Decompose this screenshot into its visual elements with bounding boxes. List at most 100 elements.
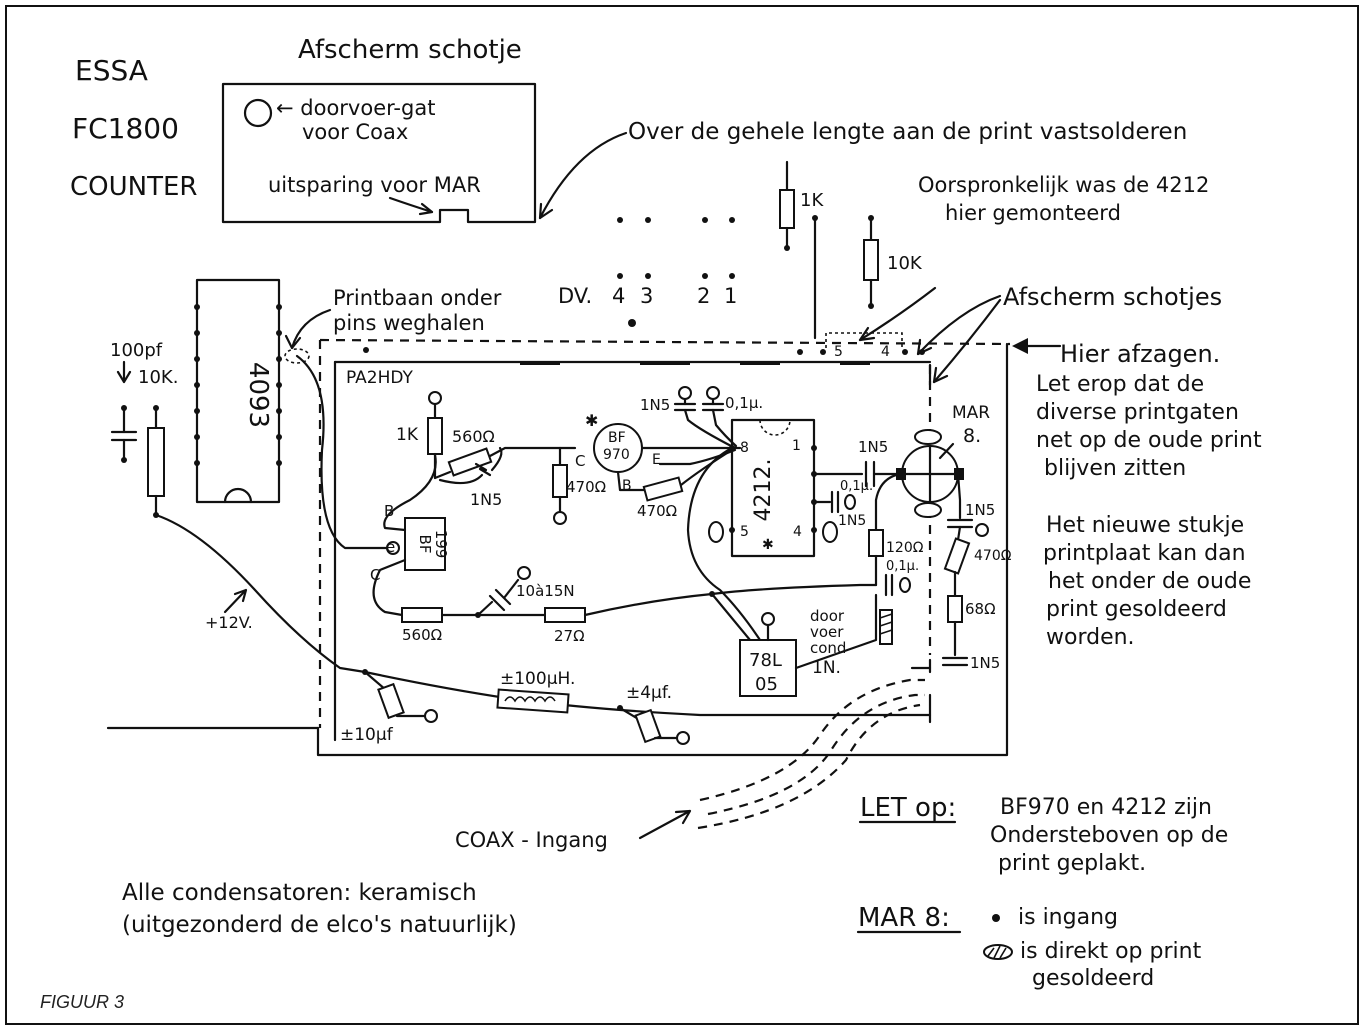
bf970-label-2: 970: [603, 447, 630, 463]
resistor-120: [868, 529, 884, 557]
resistor-470-b: [642, 476, 684, 502]
dv-pin-3: 3: [640, 284, 653, 308]
mar8-ground-bottom: [914, 502, 942, 518]
label-120: 120Ω: [886, 540, 924, 556]
label-1k: 1K: [396, 425, 419, 445]
coax-cable-2: [707, 693, 925, 816]
label-12v: +12V.: [205, 613, 253, 632]
resistor-68: [947, 595, 963, 623]
right-note-2: diverse printgaten: [1036, 400, 1239, 425]
ic-4212-star: ✱: [762, 537, 774, 553]
bf970-label-1: BF: [608, 430, 626, 446]
title-fc1800: FC1800: [72, 112, 179, 145]
mar8-hatch-line: is direkt op print: [1020, 939, 1202, 964]
shields-arrow-2: [932, 298, 1002, 384]
doorvoer-cond: [879, 609, 893, 645]
elco-10uf: [377, 682, 405, 720]
reg-label-2: 05: [755, 674, 778, 695]
shield-title: Afscherm schotje: [298, 35, 522, 65]
shield-notch-note: uitsparing voor MAR: [268, 173, 481, 197]
resistor-27: [544, 607, 586, 623]
shield-hole-note-2: voor Coax: [302, 120, 408, 144]
printbaan-arrow: [290, 308, 332, 350]
solder-arrow-head: [538, 202, 554, 220]
bottom-note-1: Alle condensatoren: keramisch: [122, 880, 477, 906]
shield-hole-note-1: ← doorvoer-gat: [276, 96, 435, 120]
reg-ground: [761, 612, 775, 626]
label-10uf: ±10μf: [340, 725, 394, 745]
label-01-top: 0,1μ.: [725, 394, 763, 412]
coax-cable-3: [697, 703, 921, 830]
label-560: 560Ω: [452, 427, 495, 446]
mar8-dot-line: is ingang: [1018, 905, 1118, 930]
right-note-4: blijven zitten: [1044, 456, 1186, 481]
label-1n5-d: 1N5: [965, 501, 995, 519]
resistor-470-c: [943, 537, 971, 575]
right-note-1: Let erop dat de: [1036, 372, 1204, 397]
label-100uh: ±100μH.: [500, 669, 575, 689]
bf199-emitter-pad: [386, 541, 400, 555]
ic-4212-pad-5: [708, 521, 724, 543]
new-note-4: print gesoldeerd: [1046, 597, 1227, 622]
right-note-3: net op de oude print: [1036, 428, 1262, 453]
resistor-1k-top: [779, 189, 795, 229]
label-1n5-c: 1N5: [838, 513, 866, 529]
bottom-note-2: (uitgezonderd de elco's natuurlijk): [122, 912, 517, 938]
resistor-470-a: [552, 464, 568, 498]
label-1n5-b: 1N5: [858, 438, 888, 456]
solder-note: Over de gehele lengte aan de print vasts…: [628, 119, 1187, 145]
dv-pin-dots: [617, 217, 735, 327]
printbaan-mark: [284, 348, 310, 364]
old-4212-outline: [825, 332, 903, 350]
printbaan-note-2: pins weghalen: [333, 311, 485, 335]
letop-line-2: Ondersteboven op de: [990, 823, 1228, 848]
letop-line-1: BF970 en 4212 zijn: [1000, 795, 1212, 820]
legend-hatch-icon: [983, 944, 1013, 960]
shields-label: Afscherm schotjes: [1003, 283, 1222, 311]
dv-pin-2: 2: [697, 284, 710, 308]
arrow-12v: [223, 590, 246, 614]
label-01-b: 0,1μ.: [840, 479, 873, 494]
ic-4212-pad-4: [822, 521, 838, 543]
ground-470-a: [553, 511, 567, 525]
shields-arrow: [916, 294, 1002, 356]
doorvoer-4: 1N.: [812, 658, 841, 678]
printbaan-note-1: Printbaan onder: [333, 286, 502, 310]
mar8-legend-title: MAR 8:: [858, 903, 950, 933]
shield-outline: [221, 82, 537, 224]
hier-afzagen: Hier afzagen.: [1060, 340, 1220, 368]
label-1n5-a: 1N5: [470, 490, 502, 509]
board-pin-5: 5: [834, 344, 843, 360]
label-b: B: [622, 478, 632, 494]
orig-note-2: hier gemonteerd: [945, 201, 1121, 225]
dv-label: DV.: [558, 284, 592, 308]
label-e: E: [652, 452, 661, 468]
label-470-b: 470Ω: [637, 502, 677, 520]
notch-arrow: [388, 196, 434, 214]
resistor-1k: [427, 417, 443, 455]
wire-bf199-collector: [372, 558, 407, 617]
resistor-560-b: [401, 607, 443, 623]
wire-pin8-reg: [686, 446, 762, 642]
label-10k-left: 10K.: [138, 367, 178, 388]
resistor-10k-top: [863, 239, 879, 281]
solder-arrow: [538, 131, 628, 220]
title-essa: ESSA: [75, 54, 148, 87]
label-470-c: 470Ω: [974, 548, 1012, 564]
ic-4212-label: 4212.: [751, 459, 776, 522]
board-solid-outline: [316, 342, 1009, 757]
new-note-3: het onder de oude: [1048, 569, 1251, 594]
figure-label: FIGUUR 3: [40, 992, 124, 1012]
cap-10-15n: [476, 578, 520, 617]
resistor-10k-left: [147, 427, 165, 497]
label-1n5-e: 1N5: [970, 654, 1000, 672]
letop-line-3: print geplakt.: [998, 851, 1146, 876]
doorvoer-2: voer: [810, 623, 844, 641]
coax-label: COAX - Ingang: [455, 828, 608, 852]
reg-label-1: 78L: [749, 650, 782, 671]
label-1n5-top: 1N5: [640, 396, 670, 414]
wire-4093-bf199: [295, 354, 392, 550]
label-68: 68Ω: [965, 600, 996, 618]
label-1k-top: 1K: [800, 190, 824, 211]
